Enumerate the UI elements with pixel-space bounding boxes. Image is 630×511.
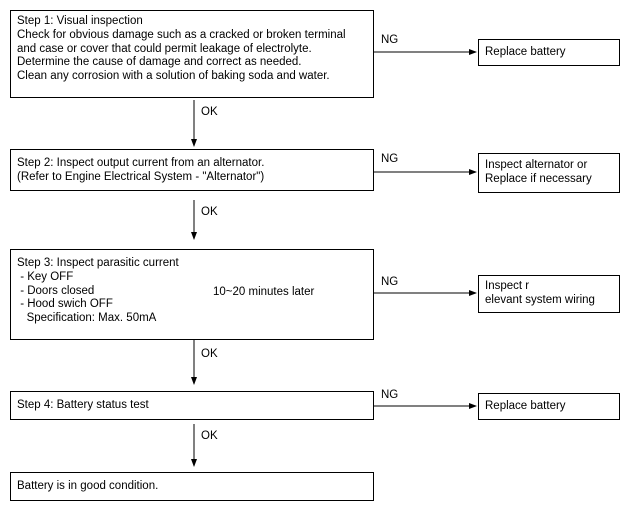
step-1-box: Step 1: Visual inspection Check for obvi…: [10, 10, 374, 98]
step-3-box: Step 3: Inspect parasitic current - Key …: [10, 249, 374, 340]
ok-label-3: OK: [201, 348, 218, 360]
ng-action-2-text: Inspect alternator or: [485, 159, 588, 171]
ng-label-4: NG: [381, 389, 399, 401]
ng-action-3-text: elevant system wiring: [485, 293, 595, 306]
step-3-text: - Doors closed: [17, 284, 95, 297]
ng-action-1-text: Replace battery: [485, 46, 566, 58]
step-3-text: - Hood swich OFF: [17, 298, 113, 311]
ng-label-1: NG: [381, 34, 399, 46]
step-1-text: Check for obvious damage such as a crack…: [17, 28, 346, 41]
final-result-text: Battery is in good condition.: [17, 480, 159, 492]
step-1-text: Clean any corrosion with a solution of b…: [17, 70, 330, 83]
final-result-box: Battery is in good condition.: [10, 472, 374, 501]
step-2-title: Step 2: Inspect output current from an a…: [17, 157, 265, 169]
ng-label-3: NG: [381, 276, 399, 288]
ng-action-3-box: Inspect r elevant system wiring: [478, 275, 620, 313]
ng-action-3-text: Inspect r: [485, 280, 530, 292]
ng-action-4-box: Replace battery: [478, 393, 620, 420]
ok-label-2: OK: [201, 206, 218, 218]
step-3-title: Step 3: Inspect parasitic current: [17, 257, 179, 269]
ng-action-4-text: Replace battery: [485, 400, 566, 412]
bracket-note: 10~20 minutes later: [213, 286, 315, 298]
step-2-box: Step 2: Inspect output current from an a…: [10, 149, 374, 191]
ng-action-1-box: Replace battery: [478, 39, 620, 66]
step-3-text: Specification: Max. 50mA: [17, 312, 157, 325]
step-4-title: Step 4: Battery status test: [17, 399, 149, 411]
ok-label-4: OK: [201, 430, 218, 442]
step-2-text: (Refer to Engine Electrical System - "Al…: [17, 170, 265, 183]
ng-action-2-box: Inspect alternator or Replace if necessa…: [478, 153, 620, 193]
ng-action-2-text: Replace if necessary: [485, 172, 592, 185]
ng-label-2: NG: [381, 153, 399, 165]
step-3-text: - Key OFF: [17, 270, 74, 283]
step-4-box: Step 4: Battery status test: [10, 391, 374, 420]
step-1-text: Determine the cause of damage and correc…: [17, 56, 302, 69]
ok-label-1: OK: [201, 106, 218, 118]
step-1-text: and case or cover that could permit leak…: [17, 42, 312, 55]
step-1-title: Step 1: Visual inspection: [17, 15, 143, 27]
